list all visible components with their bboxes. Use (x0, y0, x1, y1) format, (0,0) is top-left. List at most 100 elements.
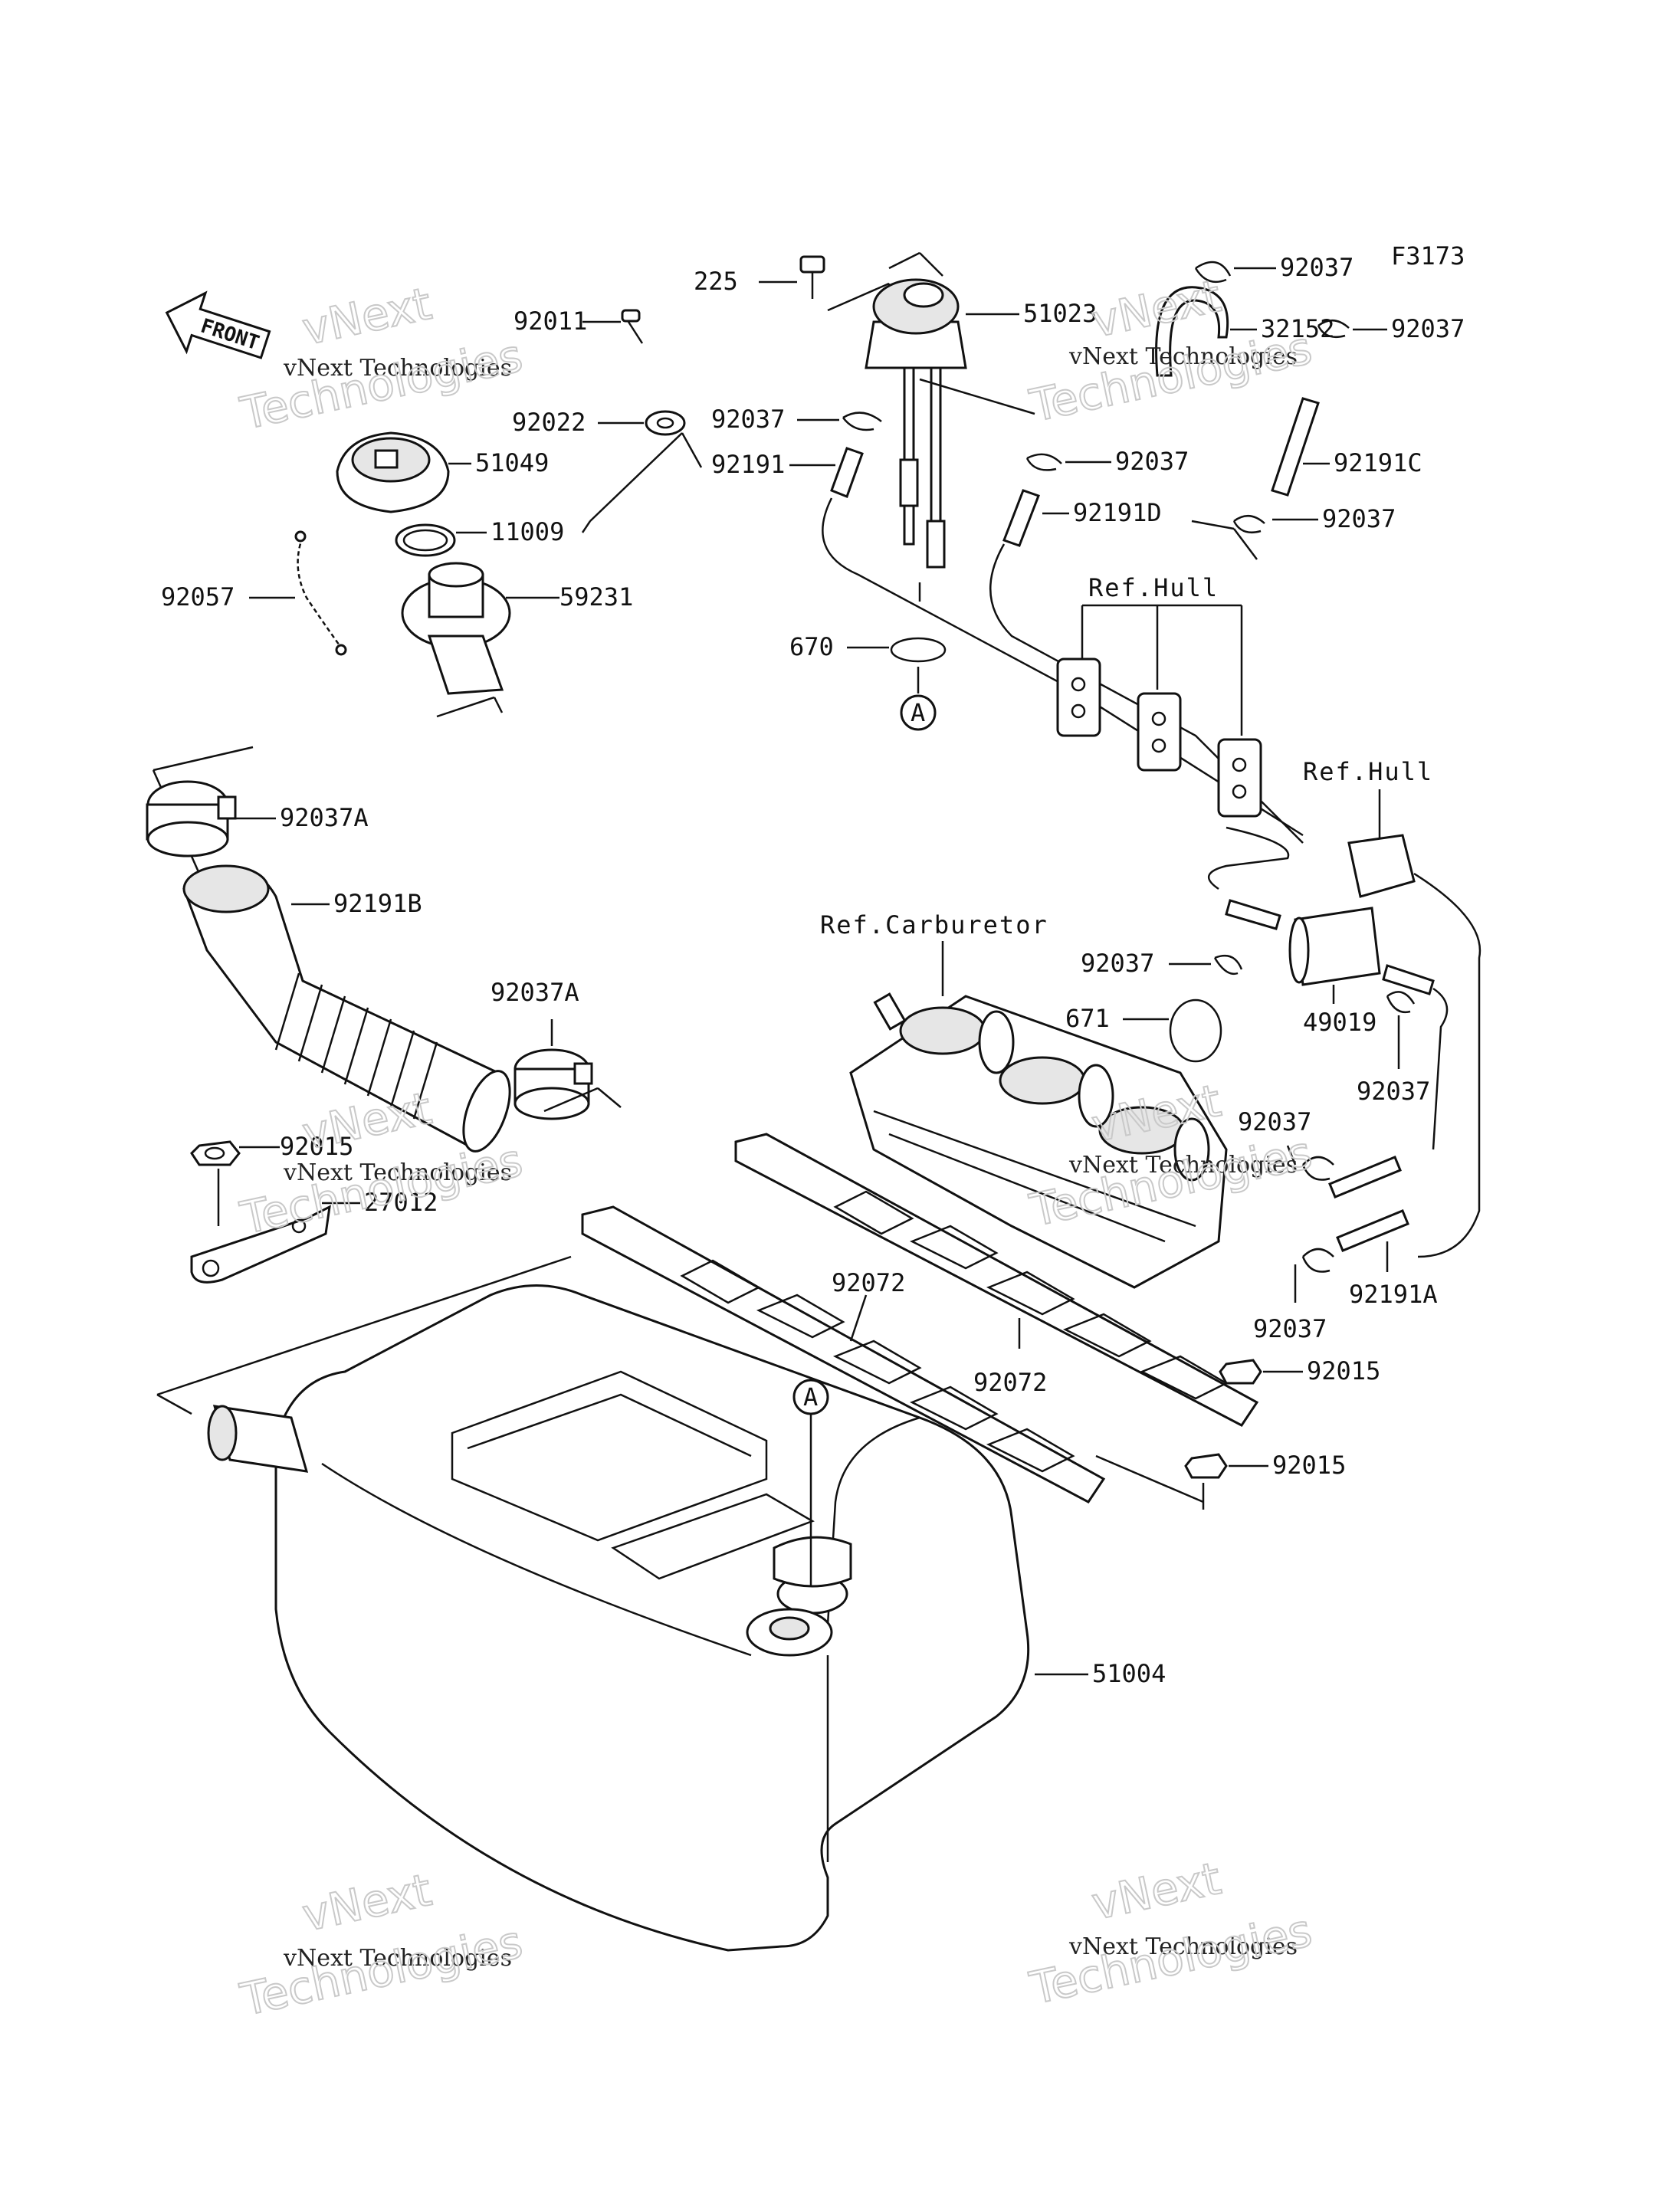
svg-text:vNext Technologies: vNext Technologies (283, 1159, 512, 1186)
part-92037-r3: 92037 (1357, 1077, 1430, 1106)
svg-text:Technologies: Technologies (236, 1916, 527, 2026)
part-92191C: 92191C (1334, 448, 1422, 477)
part-27012: 27012 (364, 1188, 438, 1217)
part-92011: 92011 (514, 307, 587, 336)
o-ring-670 (890, 637, 947, 663)
watermark-1: vNext Technologies vNext Technologies (235, 277, 528, 441)
callout-a-1 (900, 694, 937, 731)
carburetor-assembly (849, 992, 1228, 1289)
fuel-sender-51023 (865, 278, 967, 569)
clamp-92037-r5 (1301, 1248, 1334, 1273)
hose-32152 (1155, 286, 1229, 377)
strap-92072-2 (734, 1133, 1259, 1427)
filler-hose-92191B (182, 864, 511, 1153)
svg-text:vNext Technologies: vNext Technologies (1068, 1152, 1298, 1179)
svg-text:vNext Technologies: vNext Technologies (283, 1945, 512, 1972)
part-92037-r5: 92037 (1253, 1314, 1327, 1343)
svg-text:Technologies: Technologies (1025, 1904, 1317, 2015)
fuel-tank-51004 (274, 1284, 1030, 1952)
hose-92191D (1002, 489, 1040, 547)
part-92022: 92022 (512, 408, 586, 437)
part-51023: 51023 (1023, 299, 1097, 328)
part-92015-l: 92015 (280, 1132, 353, 1161)
svg-text:vNext: vNext (298, 277, 436, 356)
front-arrow-icon: FRONT (165, 290, 271, 359)
part-92037-r4: 92037 (1238, 1107, 1311, 1136)
clamp-92037-r1 (1317, 320, 1350, 339)
filler-neck-59231 (401, 562, 511, 695)
part-32152: 32152 (1261, 314, 1334, 343)
part-92037-r1: 92037 (1391, 314, 1465, 343)
bolt-92011 (621, 309, 644, 344)
bracket-27012 (190, 1205, 331, 1284)
ref-hull-2: Ref.Hull (1303, 757, 1433, 786)
ref-carburetor: Ref.Carburetor (820, 910, 1048, 939)
fuel-cap-51049 (336, 431, 450, 513)
clamp-92037-r4 (1301, 1156, 1334, 1181)
part-92037-c: 92037 (1081, 949, 1154, 978)
clamp-92037-l (842, 412, 882, 431)
part-92072-1: 92072 (832, 1268, 905, 1297)
part-59231: 59231 (559, 582, 633, 612)
clamp-92037-m (1025, 453, 1062, 471)
part-92037-top: 92037 (1280, 253, 1354, 282)
part-92037-m: 92037 (1115, 447, 1189, 476)
part-49019: 49019 (1303, 1008, 1376, 1037)
clamp-92037A-2 (514, 1048, 593, 1120)
part-671: 671 (1065, 1004, 1110, 1033)
ref-hull-1: Ref.Hull (1088, 573, 1219, 602)
svg-text:vNext: vNext (298, 1082, 436, 1160)
part-92191A: 92191A (1349, 1280, 1438, 1309)
callout-a-1-label: A (911, 698, 925, 727)
clamp-92037-c (1213, 954, 1243, 976)
washer-92022 (645, 410, 686, 436)
figure-code: F3173 (1391, 241, 1465, 271)
clip-hull-3 (1217, 738, 1262, 818)
watermark-5: vNext Technologies vNext Technologies (235, 1863, 528, 2027)
clamp-92037A-1 (146, 780, 237, 857)
strap-92072-1 (581, 1205, 1106, 1503)
part-92057: 92057 (161, 582, 235, 612)
tank-inlet-pipe (207, 1405, 309, 1473)
screw-225 (799, 255, 825, 299)
part-92037-r2: 92037 (1322, 504, 1396, 533)
nut-92015-l (190, 1140, 241, 1166)
part-11009: 11009 (491, 517, 564, 546)
part-51004: 51004 (1092, 1659, 1166, 1688)
svg-text:vNext Technologies: vNext Technologies (283, 355, 512, 382)
watermark-6: vNext Technologies vNext Technologies (1025, 1851, 1317, 2015)
part-92191B: 92191B (333, 889, 422, 918)
part-92037-l: 92037 (711, 405, 785, 434)
part-51049: 51049 (475, 448, 549, 477)
part-92037A-1: 92037A (280, 803, 369, 832)
nut-92015-r1 (1219, 1359, 1262, 1385)
svg-text:vNext Technologies: vNext Technologies (1068, 1933, 1298, 1960)
part-92037A-2: 92037A (491, 978, 579, 1007)
clamp-92037-r2 (1232, 515, 1265, 534)
hose-short-3 (1328, 1156, 1402, 1199)
fuel-filter-49019 (1288, 907, 1381, 986)
part-670: 670 (789, 632, 834, 661)
svg-text:vNext: vNext (1088, 1852, 1226, 1930)
o-ring-671 (1169, 998, 1222, 1063)
hose-92191A (1336, 1209, 1409, 1252)
watermark-2: vNext Technologies vNext Technologies (1025, 269, 1317, 433)
hose-92191 (830, 447, 864, 498)
svg-text:Technologies: Technologies (236, 330, 527, 440)
part-92191: 92191 (711, 450, 785, 479)
part-225: 225 (694, 267, 738, 296)
part-92072-2: 92072 (973, 1368, 1047, 1397)
tether-92057 (294, 530, 347, 656)
clip-hull-1 (1056, 657, 1101, 737)
clip-hull-2 (1137, 692, 1182, 772)
nut-92015-r2 (1184, 1453, 1228, 1479)
clamp-92037-top (1194, 261, 1232, 284)
hose-92191C (1271, 397, 1320, 497)
clip-hull-4 (1347, 834, 1416, 898)
part-92191D: 92191D (1073, 498, 1162, 527)
callout-a-2-label: A (803, 1382, 818, 1412)
svg-text:vNext Technologies: vNext Technologies (1068, 343, 1298, 370)
svg-text:vNext: vNext (298, 1864, 436, 1942)
clamp-92037-r3 (1386, 991, 1416, 1014)
